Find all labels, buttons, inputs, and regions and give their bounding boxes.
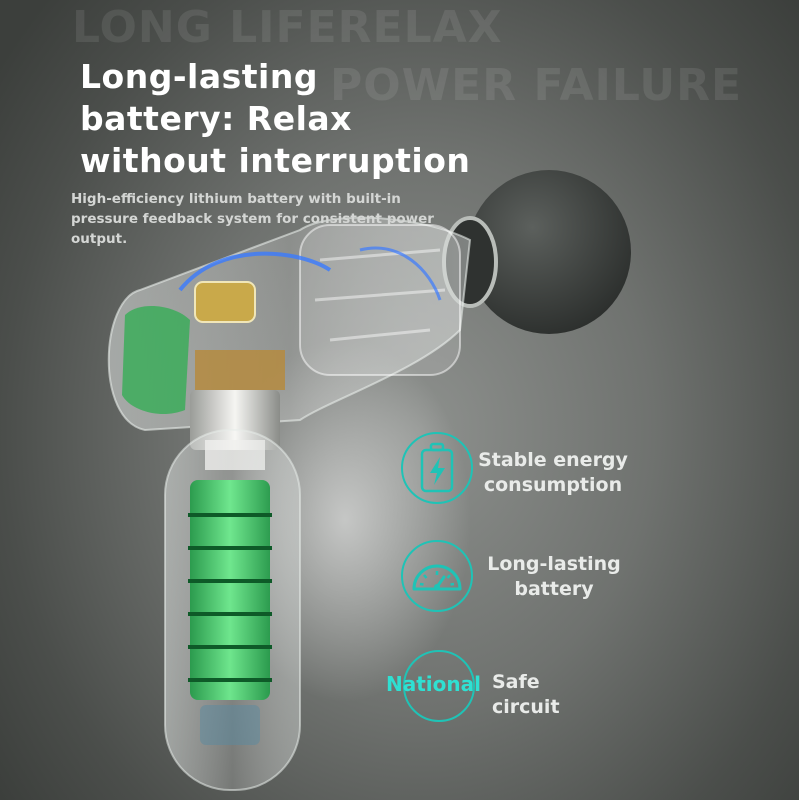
- feature-label-line-1: Stable energy: [478, 449, 628, 471]
- feature-label-line-1: Long-lasting: [487, 553, 621, 575]
- national-overlay-text: National: [386, 672, 481, 696]
- headline-line-3: without interruption: [80, 141, 471, 180]
- feature-label-line-2: consumption: [483, 474, 623, 496]
- speedometer-icon: [401, 540, 473, 612]
- battery-description: High-efficiency lithium battery with bui…: [71, 191, 434, 247]
- massage-ball-head: [467, 170, 631, 334]
- battery-cell-stack: [188, 480, 272, 700]
- battery-charging-icon: [401, 432, 473, 504]
- feature-label-stable-energy: Stable energy consumption: [476, 448, 630, 498]
- gear-housing: [299, 224, 461, 376]
- circle-outline-icon: [403, 650, 475, 722]
- feature-label-long-lasting: Long-lasting battery: [480, 552, 628, 602]
- motor-top: [194, 281, 256, 323]
- headline: Long-lasting battery: Relax without inte…: [80, 56, 500, 182]
- motor-board: [122, 305, 190, 415]
- feature-label-safe-circuit: Safe circuit: [492, 671, 560, 718]
- background-word-bottom: POWER FAILURE: [330, 60, 743, 111]
- feature-label-line-2: battery: [514, 578, 594, 600]
- headline-line-2: battery: Relax: [80, 99, 352, 138]
- background-word-top: LONG LIFERELAX: [72, 2, 503, 53]
- brass-connectors: [195, 350, 285, 390]
- headline-line-1: Long-lasting: [80, 57, 318, 96]
